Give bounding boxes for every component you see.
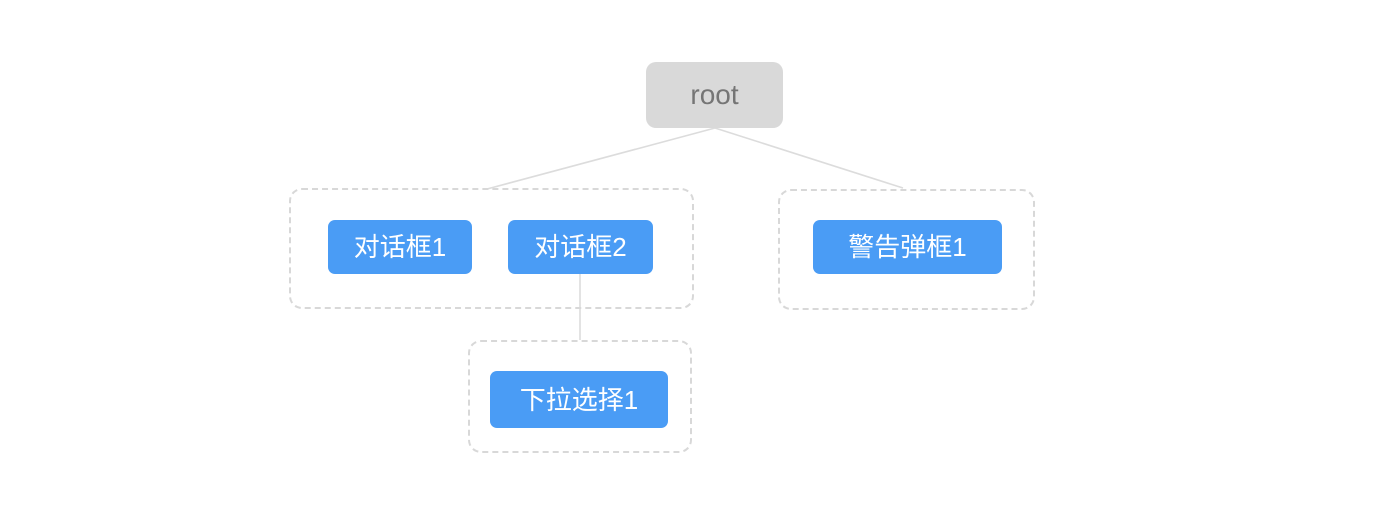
tree-node-root[interactable]: root [646, 62, 783, 128]
edge-root-to-dialog-group [486, 127, 716, 190]
tree-node-dialog2[interactable]: 对话框2 [508, 220, 653, 274]
group-dropdown [468, 340, 692, 453]
group-dialogs [289, 188, 694, 309]
group-alert [778, 189, 1035, 310]
tree-node-dropdown1[interactable]: 下拉选择1 [490, 371, 668, 428]
tree-node-alert1[interactable]: 警告弹框1 [813, 220, 1002, 274]
tree-node-dialog1[interactable]: 对话框1 [328, 220, 472, 274]
edge-root-to-alert-group [714, 127, 904, 189]
